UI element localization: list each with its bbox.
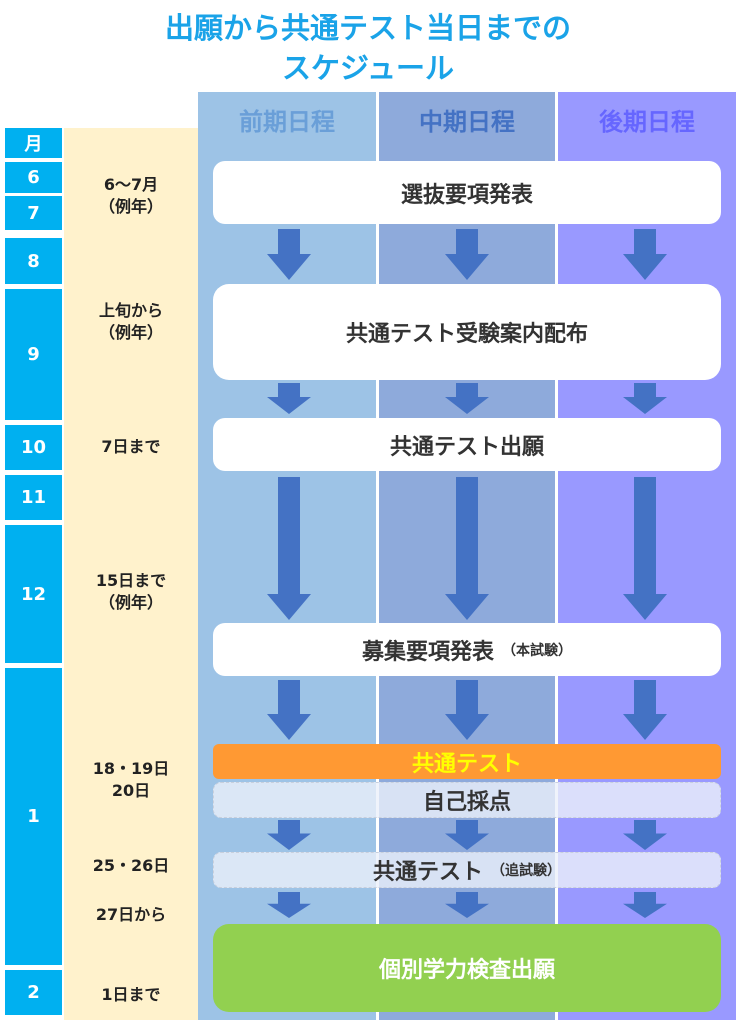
- down-arrow-icon: [623, 383, 667, 414]
- down-arrow-icon: [445, 892, 489, 918]
- step-test-application: 共通テスト出願: [213, 418, 721, 471]
- title-line-1: 出願から共通テスト当日までの: [164, 11, 571, 45]
- step-label: 自己採点: [422, 790, 511, 815]
- month-9: 9: [5, 289, 62, 420]
- column-header-koki: 後期日程: [599, 108, 695, 136]
- note-line: 18・19日: [92, 759, 170, 778]
- note-test-dates: 18・19日 20日: [64, 758, 198, 802]
- down-arrow-icon: [445, 383, 489, 414]
- step-retest: 共通テスト （追試験）: [213, 852, 721, 888]
- column-header-chuki: 中期日程: [419, 108, 515, 136]
- step-note: （追試験）: [491, 863, 561, 879]
- month-10: 10: [5, 425, 62, 470]
- step-label: 共通テスト受験案内配布: [345, 322, 588, 347]
- note-application: 7日まで: [101, 437, 161, 456]
- month-1: 1: [5, 668, 62, 965]
- column-header-zenki: 前期日程: [239, 108, 335, 136]
- month-7: 7: [5, 196, 62, 230]
- down-arrow-icon: [267, 820, 311, 850]
- down-arrow-icon: [267, 229, 311, 280]
- down-arrow-icon: [445, 680, 489, 740]
- note-line: 20日: [111, 781, 151, 800]
- step-selection-announce: 選抜要項発表: [213, 161, 721, 224]
- note-line: （例年）: [98, 197, 163, 216]
- down-arrow-icon: [623, 680, 667, 740]
- note-recruit: 15日まで （例年）: [64, 570, 198, 614]
- page-title: 出願から共通テスト当日までのスケジュール: [0, 8, 736, 88]
- down-arrow-icon: [623, 820, 667, 850]
- note-selection: 6〜7月 （例年）: [64, 174, 198, 218]
- note-line: 6〜7月: [103, 175, 159, 194]
- step-individual-application: 個別学力検査出願: [213, 924, 721, 1012]
- step-label: 選抜要項発表: [400, 182, 533, 208]
- note-line: （例年）: [98, 323, 163, 342]
- down-arrow-icon: [623, 229, 667, 280]
- note-retest-dates: 25・26日: [92, 856, 170, 875]
- month-6: 6: [5, 162, 62, 193]
- step-note: （本試験）: [502, 642, 572, 659]
- step-label: 共通テスト: [372, 860, 483, 885]
- month-header: 月: [5, 128, 62, 158]
- note-guide: 上旬から （例年）: [64, 300, 198, 344]
- note-line: 15日まで: [95, 571, 167, 590]
- month-2: 2: [5, 970, 62, 1015]
- step-label: 共通テスト: [411, 751, 522, 777]
- down-arrow-icon: [445, 820, 489, 850]
- step-label: 共通テスト出願: [389, 434, 544, 460]
- month-11: 11: [5, 475, 62, 520]
- step-label: 募集要項発表: [361, 639, 494, 665]
- step-test-guide: 共通テスト受験案内配布: [213, 284, 721, 380]
- note-line: 上旬から: [98, 301, 163, 320]
- note-until-1: 1日まで: [101, 985, 161, 1004]
- title-line-2: スケジュール: [282, 51, 454, 85]
- notes-column: [64, 128, 198, 1020]
- step-label: 個別学力検査出願: [378, 958, 555, 983]
- down-arrow-icon: [267, 892, 311, 918]
- down-arrow-icon: [445, 229, 489, 280]
- down-arrow-icon: [267, 680, 311, 740]
- down-arrow-icon: [623, 477, 667, 620]
- down-arrow-icon: [267, 477, 311, 620]
- down-arrow-icon: [445, 477, 489, 620]
- note-from-27: 27日から: [95, 905, 167, 924]
- step-recruit-announce: 募集要項発表 （本試験）: [213, 623, 721, 676]
- month-8: 8: [5, 238, 62, 284]
- step-common-test: 共通テスト: [213, 744, 721, 779]
- note-line: （例年）: [98, 593, 163, 612]
- step-self-scoring: 自己採点: [213, 782, 721, 818]
- down-arrow-icon: [623, 892, 667, 918]
- down-arrow-icon: [267, 383, 311, 414]
- month-12: 12: [5, 525, 62, 663]
